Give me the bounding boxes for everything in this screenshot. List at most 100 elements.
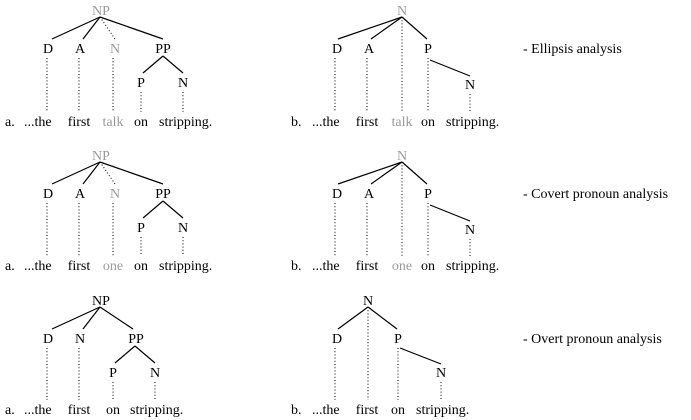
edge (99, 161, 164, 185)
edge (401, 161, 428, 185)
edge (429, 59, 471, 77)
word: stripping. (416, 403, 469, 418)
node-label: PP (128, 332, 144, 347)
edge (99, 16, 164, 40)
node-label: D (43, 332, 53, 347)
node-label: PP (155, 187, 171, 202)
node-label: D (332, 42, 342, 57)
edge (82, 306, 101, 330)
edge (142, 55, 164, 74)
word: first (68, 115, 91, 130)
word: one (392, 259, 412, 274)
node-label: N (465, 78, 475, 93)
edge (337, 306, 369, 330)
node-label: D (332, 332, 342, 347)
panel-label: a. (5, 259, 15, 274)
tree-a-ellipsis: NP D A N PP P N a. ...the first talk on … (5, 4, 212, 130)
word: on (421, 115, 435, 130)
word: on (421, 259, 435, 274)
row-covert-pronoun: NP D A N PP P N a. ...the first one on s… (5, 149, 668, 274)
word: stripping. (446, 259, 499, 274)
tree-b-overt: N D P N b. ...the first on stripping. (291, 294, 469, 418)
node-label: P (109, 366, 117, 381)
panel-label: b. (291, 115, 302, 130)
word: stripping. (130, 403, 183, 418)
word: first (356, 115, 379, 130)
panel-label: a. (5, 115, 15, 130)
word: ...the (312, 115, 340, 130)
node-label: PP (155, 42, 171, 57)
node-root: N (397, 149, 407, 164)
node-root: NP (92, 149, 110, 164)
analysis-caption: - Ellipsis analysis (523, 42, 622, 57)
edge (82, 161, 101, 185)
edge (114, 345, 136, 364)
word: ...the (24, 115, 52, 130)
edge (367, 306, 398, 330)
node-label: P (137, 221, 145, 236)
tree-a-covert: NP D A N PP P N a. ...the first one on s… (5, 149, 212, 274)
edge (370, 16, 403, 40)
edge (51, 306, 101, 330)
edge (337, 16, 403, 40)
analysis-caption: - Covert pronoun analysis (523, 187, 668, 202)
word: ...the (24, 403, 52, 418)
word: on (134, 259, 148, 274)
node-label: D (43, 187, 53, 202)
edge (370, 161, 403, 185)
word: stripping. (159, 115, 212, 130)
word: first (68, 259, 91, 274)
edge (99, 16, 116, 40)
node-label: N (178, 221, 188, 236)
word: on (106, 403, 120, 418)
edge (51, 16, 101, 40)
word: on (134, 115, 148, 130)
node-label: N (436, 366, 446, 381)
word: stripping. (159, 259, 212, 274)
word: first (356, 259, 379, 274)
edge (51, 161, 101, 185)
tree-a-overt: NP D N PP P N a. ...the first on strippi… (5, 294, 183, 418)
tree-b-ellipsis: N D A P N b. ...the first talk on stripp… (291, 4, 499, 130)
node-label: A (75, 187, 86, 202)
edge (429, 204, 471, 222)
edge (82, 16, 101, 40)
panel-label: b. (291, 403, 302, 418)
tree-b-covert: N D A P N b. ...the first one on strippi… (291, 149, 499, 274)
node-label: A (75, 42, 86, 57)
node-label: N (110, 187, 120, 202)
node-label: A (364, 187, 375, 202)
row-overt-pronoun: N P D N PP P N a. ...the first on strippi… (5, 294, 662, 418)
analysis-caption: - Overt pronoun analysis (523, 332, 662, 347)
edge (399, 347, 442, 365)
node-root: NP (92, 4, 110, 19)
word: talk (103, 115, 124, 130)
edge (142, 200, 164, 219)
edge (401, 16, 428, 40)
panel-label: b. (291, 259, 302, 274)
node-label: P (424, 42, 432, 57)
edge (162, 200, 184, 219)
word: ...the (312, 403, 340, 418)
node-root: N (397, 4, 407, 19)
word: first (356, 403, 379, 418)
word: talk (392, 115, 413, 130)
edge (162, 55, 184, 74)
node-label: N (150, 366, 160, 381)
word: on (391, 403, 405, 418)
node-label: P (394, 332, 402, 347)
panel-label: a. (5, 403, 15, 418)
node-label: N (110, 42, 120, 57)
node-root: N (363, 294, 373, 309)
node-label: D (332, 187, 342, 202)
edge (134, 345, 156, 364)
word: stripping. (446, 115, 499, 130)
word: one (103, 259, 123, 274)
node-label: P (424, 187, 432, 202)
node-label: N (75, 332, 85, 347)
word: ...the (312, 259, 340, 274)
word: first (68, 403, 91, 418)
node-label: N (465, 223, 475, 238)
